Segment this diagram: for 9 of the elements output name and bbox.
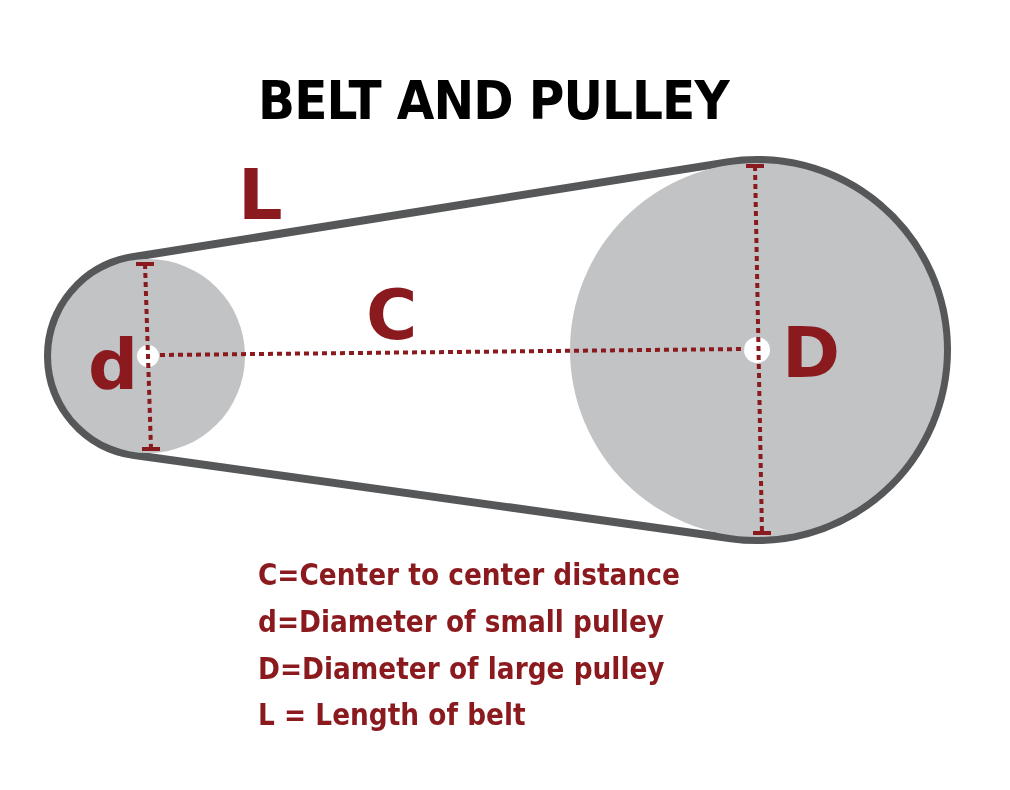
dimension-label: L	[238, 160, 283, 230]
dimension-label: D	[782, 318, 841, 388]
dimension-label: d	[88, 330, 139, 400]
legend-note: C=Center to center distance	[258, 560, 680, 590]
legend-note: D=Diameter of large pulley	[258, 654, 665, 684]
dimension-label: C	[366, 280, 418, 350]
legend-note: d=Diameter of small pulley	[258, 607, 664, 637]
diagram-title: BELT AND PULLEY	[258, 74, 729, 128]
legend-note: L = Length of belt	[258, 700, 526, 730]
